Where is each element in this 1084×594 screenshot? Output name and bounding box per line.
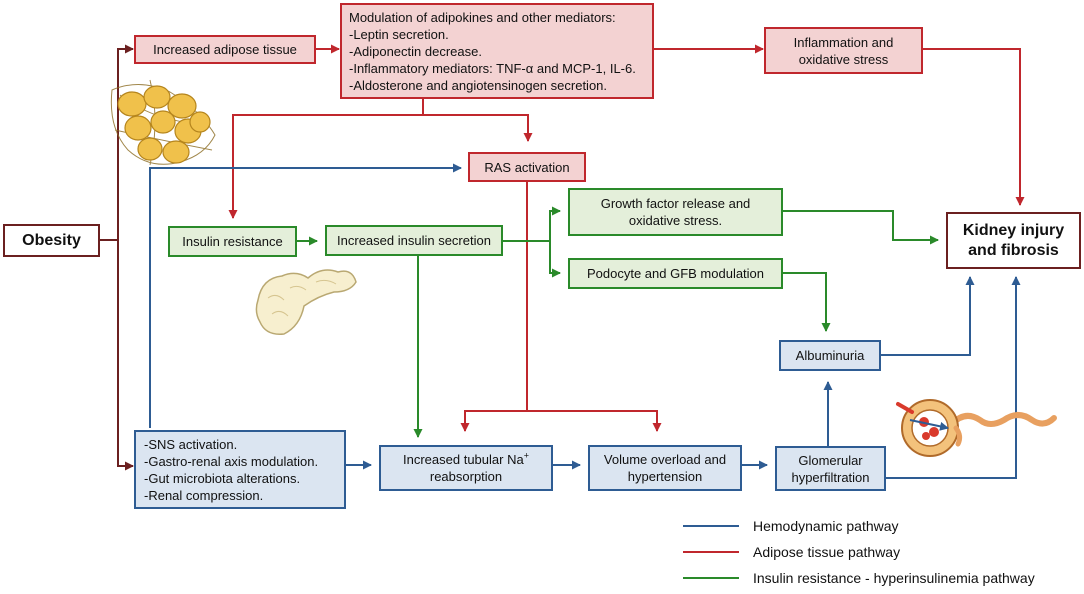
nephron-icon xyxy=(896,399,1057,457)
volume-overload-node: Volume overload and hypertension xyxy=(588,445,742,491)
sns-factors-node: -SNS activation. -Gastro-renal axis modu… xyxy=(134,430,346,509)
legend-item-hemodynamic: Hemodynamic pathway xyxy=(683,518,899,534)
hemodynamic-pathway-arrows xyxy=(149,163,1021,479)
albuminuria-node: Albuminuria xyxy=(779,340,881,371)
ras-activation-node: RAS activation xyxy=(468,152,586,182)
adipokines-node: Modulation of adipokines and other media… xyxy=(340,3,654,99)
legend-label: Insulin resistance - hyperinsulinemia pa… xyxy=(753,570,1035,586)
legend-item-adipose: Adipose tissue pathway xyxy=(683,544,900,560)
legend-label: Hemodynamic pathway xyxy=(753,518,899,534)
tubular-label-line2: reabsorption xyxy=(429,469,503,484)
insulin-resistance-node: Insulin resistance xyxy=(168,226,297,257)
insulin-pathway-arrows xyxy=(297,206,939,438)
legend-swatch-adipose xyxy=(683,551,739,553)
glomerular-hyperfiltration-node: Glomerular hyperfiltration xyxy=(775,446,886,491)
insulin-secretion-node: Increased insulin secretion xyxy=(325,225,503,256)
tubular-reabsorption-node: Increased tubular Na+ reabsorption xyxy=(379,445,553,491)
kidney-injury-node: Kidney injury and fibrosis xyxy=(946,212,1081,269)
inflammation-node: Inflammation and oxidative stress xyxy=(764,27,923,74)
pancreas-icon xyxy=(255,269,357,335)
obesity-node: Obesity xyxy=(3,224,100,257)
sodium-charge: + xyxy=(523,450,529,461)
adipose-tissue-node: Increased adipose tissue xyxy=(134,35,316,64)
podocyte-gfb-node: Podocyte and GFB modulation xyxy=(568,258,783,289)
legend-label: Adipose tissue pathway xyxy=(753,544,901,560)
growth-factor-node: Growth factor release and oxidative stre… xyxy=(568,188,783,236)
legend-swatch-insulin xyxy=(683,577,739,579)
obesity-branches xyxy=(100,44,134,471)
legend-swatch-hemodynamic xyxy=(683,525,739,527)
adipocyte-cluster-icon xyxy=(110,79,216,166)
adipose-pathway-arrows xyxy=(228,44,1025,432)
legend-item-insulin: Insulin resistance - hyperinsulinemia pa… xyxy=(683,570,1035,586)
tubular-label-line1: Increased tubular Na xyxy=(403,452,524,467)
